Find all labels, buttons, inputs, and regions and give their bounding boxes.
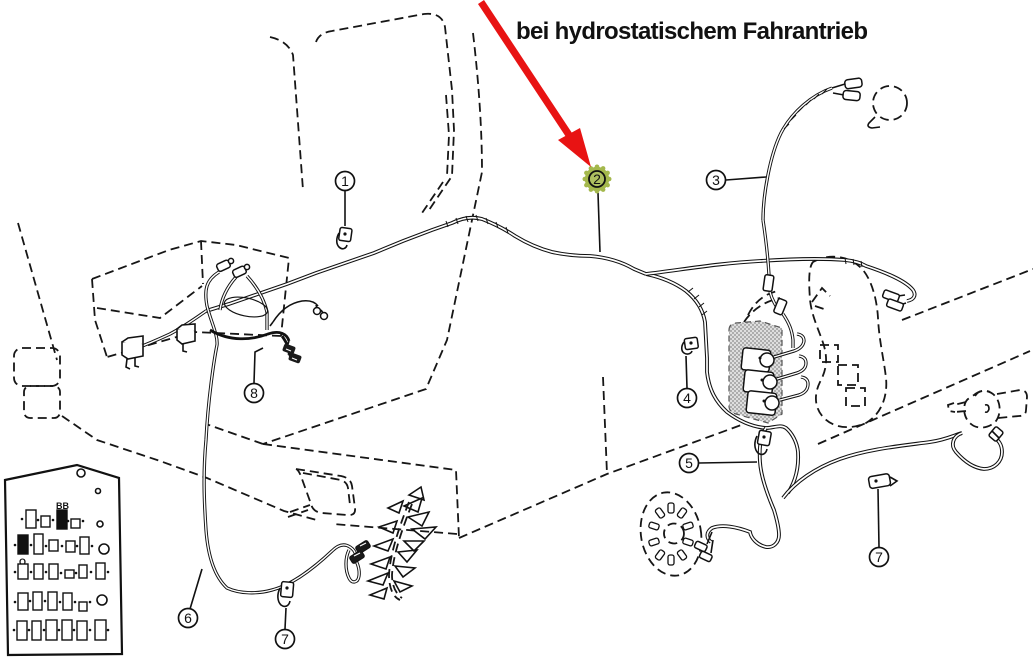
svg-text:8: 8	[250, 385, 258, 401]
svg-text:7: 7	[875, 549, 883, 565]
svg-text:4: 4	[683, 390, 691, 406]
svg-text:Q: Q	[19, 557, 26, 567]
svg-text:3: 3	[712, 172, 720, 188]
svg-text:1: 1	[341, 173, 349, 189]
svg-text:6: 6	[184, 610, 192, 626]
svg-text:bei hydrostatischem Fahrantrie: bei hydrostatischem Fahrantrieb	[516, 18, 868, 45]
svg-text:5: 5	[685, 455, 693, 471]
svg-text:BB: BB	[56, 501, 69, 511]
svg-text:2: 2	[593, 171, 601, 187]
svg-text:7: 7	[281, 631, 289, 647]
